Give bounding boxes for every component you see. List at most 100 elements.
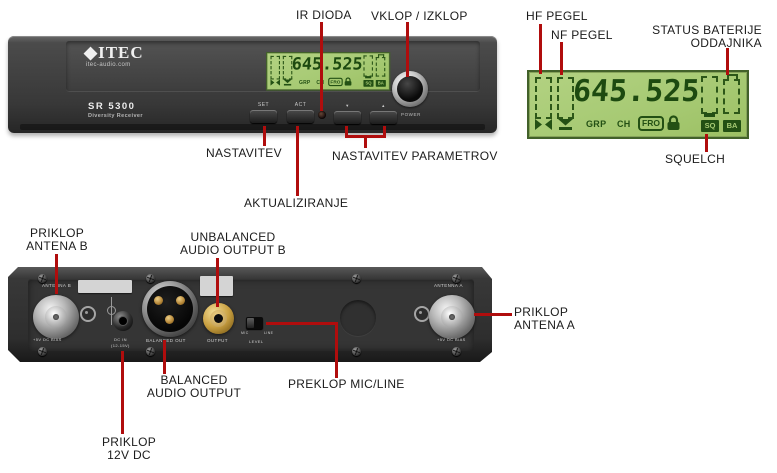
ir-led: [318, 111, 326, 119]
jack-hole: [214, 314, 223, 323]
callout-unbalanced-line1: UNBALANCED: [190, 230, 276, 244]
screw-icon: [38, 347, 47, 356]
callout-unbalanced-output: UNBALANCED AUDIO OUTPUT B: [168, 231, 298, 256]
act-button-label: ACT: [294, 102, 307, 108]
callout-line-ir-dioda: [320, 22, 323, 111]
down-button: [334, 111, 361, 124]
screw-icon: [146, 347, 155, 356]
receiver-front-panel: ◆ITEC itec-audio.com SR 5300 Diversity R…: [8, 36, 497, 133]
bias-b-label: +5V DC BIAS: [33, 337, 62, 342]
frequency-readout: 645.525: [571, 74, 701, 109]
antenna-a-label: ANTENNA A: [434, 283, 463, 288]
xlr-face: [147, 286, 193, 332]
squelch-level-bar: [701, 76, 718, 114]
callout-bracket-leg: [345, 126, 348, 138]
vent-circle: [340, 300, 376, 336]
callout-aktualiziranje: AKTUALIZIRANJE: [244, 196, 349, 210]
callout-line-12v: [121, 351, 124, 434]
set-button-label: SET: [257, 102, 270, 108]
callout-line-status-baterije: [726, 48, 729, 75]
unbalanced-output-jack: [203, 303, 234, 334]
callout-line-squelch: [705, 134, 708, 152]
callout-balanced-line2: AUDIO OUTPUT: [146, 385, 242, 400]
callout-preklop-mic-line: PREKLOP MIC/LINE: [288, 377, 405, 391]
squelch-tick: [365, 76, 372, 79]
output-label: OUTPUT: [207, 338, 228, 343]
down-button-label: ▼: [345, 103, 350, 108]
callout-line-vklop: [406, 22, 409, 77]
callout-status-line2: ODDAJNIKA: [690, 35, 762, 50]
screw-icon: [146, 274, 155, 283]
hf-level-bar: [535, 77, 552, 119]
fro-indicator: FRO: [638, 116, 664, 131]
xlr-pin: [154, 296, 163, 305]
front-panel-groove: [20, 124, 485, 130]
hf-level-bar: [270, 55, 280, 80]
callout-status-baterije: STATUS BATERIJE ODDAJNIKA: [650, 24, 762, 49]
lock-icon: [667, 115, 680, 130]
battery-nub: [378, 54, 385, 58]
nf-level-bar: [557, 77, 574, 119]
callout-line-preklop-h: [266, 322, 338, 325]
callout-12v-line2: 12V DC: [107, 447, 151, 462]
grp-indicator: GRP: [299, 79, 311, 86]
callout-priklop-a-line1: PRIKLOP: [514, 305, 569, 319]
up-button: [370, 111, 397, 124]
up-button-label: ▲: [381, 103, 386, 108]
callout-vklop-izklop: VKLOP / IZKLOP: [371, 9, 468, 23]
battery-level-bar: [375, 57, 386, 77]
xlr-pin: [165, 315, 174, 324]
callout-line-nf-pegel: [560, 42, 563, 75]
antenna-diversity-b-icon: [283, 79, 292, 86]
antenna-diversity-a-icon: [535, 119, 552, 130]
callout-ir-dioda: IR DIODA: [296, 8, 352, 22]
serial-sticker: [78, 280, 132, 293]
antenna-diversity-a-icon: [270, 79, 280, 86]
screw-icon: [38, 274, 47, 283]
squelch-tick: [704, 113, 715, 117]
mic-label: MIC: [241, 331, 249, 335]
callout-status-line1: STATUS BATERIJE: [652, 23, 762, 37]
callout-balanced-output: BALANCED AUDIO OUTPUT: [136, 374, 252, 399]
antenna-a-connector: [429, 295, 475, 339]
lock-icon: [344, 77, 352, 86]
squelch-level-bar: [363, 55, 373, 77]
callout-balanced-line1: BALANCED: [160, 373, 228, 387]
callout-line-balanced: [163, 340, 166, 374]
xlr-pin: [176, 296, 185, 305]
level-label: LEVEL: [249, 339, 264, 344]
act-button: [287, 110, 314, 123]
callout-priklop-antena-b: PRIKLOP ANTENA B: [14, 227, 100, 252]
battery-indicator: BA: [723, 120, 741, 132]
ground-screw-icon: [414, 306, 430, 322]
callout-line-nastavitev: [263, 126, 266, 146]
line-label: LINE: [264, 331, 274, 335]
receiver-rear-panel: ANTENNA B +5V DC BIAS DC IN (12-15V) BAL…: [8, 267, 492, 362]
ch-indicator: CH: [617, 119, 631, 129]
screw-icon: [352, 347, 361, 356]
squelch-indicator: SQ: [701, 120, 719, 132]
callout-line-unbalanced: [216, 258, 219, 307]
set-button: [250, 110, 277, 123]
front-lcd-display: 645.525 GRP CH FRO SQ BA: [266, 52, 391, 91]
callout-priklop-antena-a: PRIKLOP ANTENA A: [514, 306, 575, 331]
callout-nastavitev: NASTAVITEV: [206, 146, 282, 160]
callout-line-antena-a: [474, 313, 512, 316]
battery-indicator: BA: [375, 80, 386, 87]
callout-squelch: SQUELCH: [665, 152, 726, 166]
callout-unbalanced-line2: AUDIO OUTPUT B: [180, 242, 286, 257]
lcd-detail-view: 645.525 GRP CH FRO SQ BA: [527, 70, 749, 139]
callout-line-antena-b: [55, 254, 58, 294]
power-label: POWER: [400, 112, 421, 117]
model-subtitle: Diversity Receiver: [88, 113, 143, 119]
callout-priklop-12v: PRIKLOP 12V DC: [95, 436, 163, 461]
fro-indicator: FRO: [328, 77, 343, 87]
squelch-indicator: SQ: [363, 80, 374, 87]
bnc-pin: [53, 314, 59, 320]
screw-icon: [352, 274, 361, 283]
callout-nf-pegel: NF PEGEL: [551, 28, 613, 42]
antenna-diversity-b-icon: [558, 119, 573, 130]
brand-diamond-icon: ◆: [84, 43, 99, 62]
nf-level-bar: [282, 55, 293, 80]
model-name: SR 5300: [88, 101, 136, 112]
